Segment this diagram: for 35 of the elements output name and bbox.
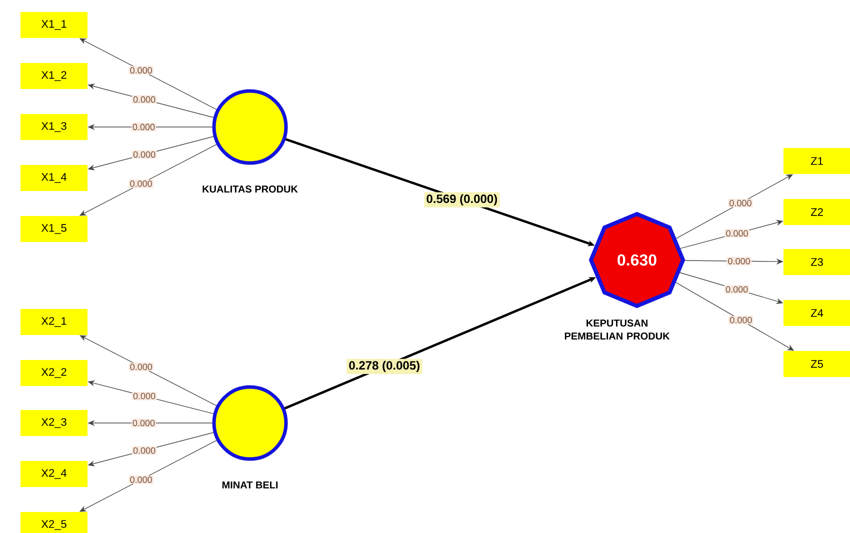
loading-label: 0.000 bbox=[728, 316, 754, 324]
indicator-box: Z2 bbox=[784, 199, 850, 225]
path-coefficient: 0.278 (0.005) bbox=[346, 358, 422, 374]
loading-label: 0.000 bbox=[724, 229, 750, 238]
loading-label: 0.000 bbox=[128, 362, 154, 372]
loading-label: 0.000 bbox=[128, 180, 154, 188]
indicator-box: Z4 bbox=[784, 300, 850, 326]
indicator-box: Z5 bbox=[784, 351, 850, 377]
loading-label: 0.000 bbox=[728, 198, 753, 208]
indicator-box: X1_2 bbox=[20, 63, 88, 89]
indicator-box: X2_1 bbox=[20, 309, 88, 335]
indicator-box: X2_2 bbox=[20, 360, 88, 386]
loading-label: 0.000 bbox=[132, 418, 156, 428]
indicator-box: Z3 bbox=[784, 249, 850, 275]
loading-label: 0.000 bbox=[132, 392, 157, 400]
loading-label: 0.000 bbox=[726, 256, 752, 266]
construct-label: KEPUTUSAN PEMBELIAN PRODUK bbox=[564, 320, 670, 340]
loading-label: 0.000 bbox=[724, 285, 750, 294]
indicator-box: X2_4 bbox=[20, 461, 88, 487]
loading-label: 0.000 bbox=[132, 150, 157, 159]
loading-label: 0.000 bbox=[132, 95, 157, 104]
loading-label: 0.000 bbox=[132, 446, 157, 455]
loading-label: 0.000 bbox=[128, 66, 154, 74]
indicator-box: X2_3 bbox=[20, 410, 88, 436]
indicator-box: X1_4 bbox=[20, 165, 88, 191]
indicator-box: X1_1 bbox=[20, 12, 88, 38]
indicator-box: X2_5 bbox=[20, 512, 88, 533]
indicator-box: X1_5 bbox=[20, 216, 88, 242]
loading-label: 0.000 bbox=[132, 122, 156, 132]
indicator-box: X1_3 bbox=[20, 114, 88, 140]
indicator-box: Z1 bbox=[784, 148, 850, 174]
construct-label: MINAT BELI bbox=[222, 482, 278, 488]
path-coefficient: 0.569 (0.000) bbox=[424, 192, 500, 208]
construct-label: KUALITAS PRODUK bbox=[202, 186, 298, 193]
loading-label: 0.000 bbox=[128, 476, 154, 484]
